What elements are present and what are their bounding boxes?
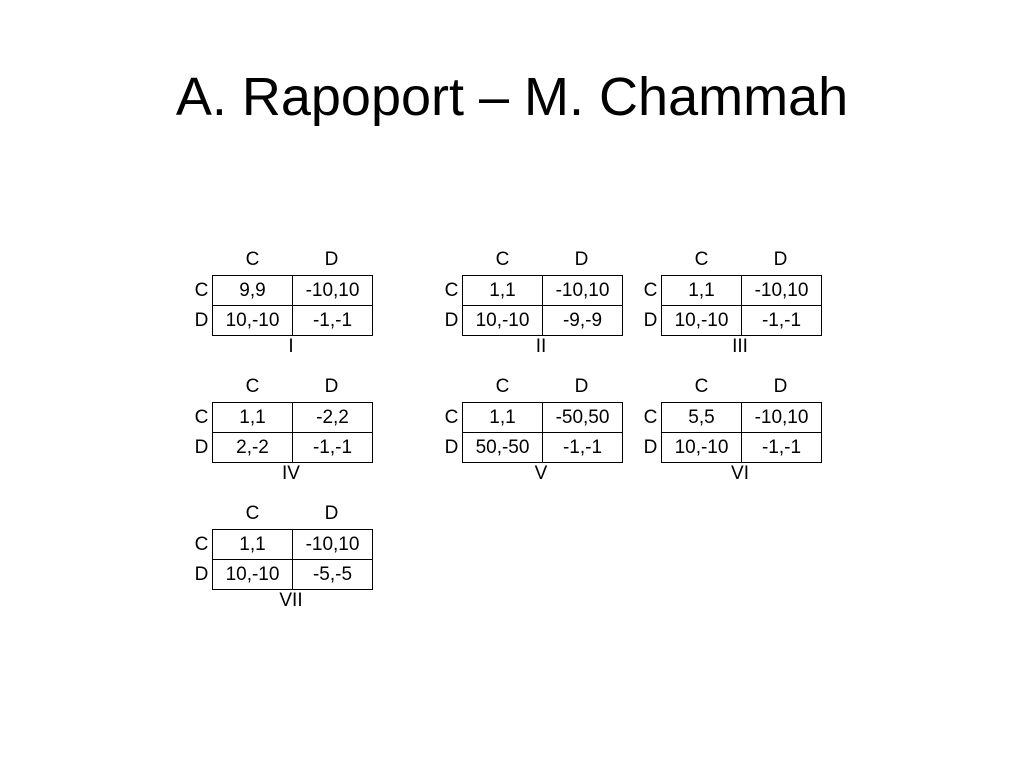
- row-header: C: [643, 407, 658, 428]
- column-header: D: [324, 503, 339, 524]
- payoff-grid: 1,1 -2,2 2,-2 -1,-1: [212, 402, 373, 463]
- payoff-grid: 1,1 -50,50 50,-50 -1,-1: [462, 402, 623, 463]
- payoff-matrix-ii: C D C D 1,1 -10,10 10,-10 -9,-9 II: [442, 248, 632, 368]
- table-row: 2,-2 -1,-1: [212, 432, 373, 463]
- payoff-cell: 2,-2: [212, 432, 293, 463]
- payoff-cell: 50,-50: [462, 432, 543, 463]
- payoff-cell: 1,1: [212, 402, 293, 433]
- payoff-matrix-i: C D C D 9,9 -10,10 10,-10 -1,-1 I: [192, 248, 382, 368]
- payoff-cell: 10,-10: [661, 432, 742, 463]
- row-header: D: [194, 310, 209, 331]
- column-header: D: [324, 249, 339, 270]
- column-header: C: [245, 249, 260, 270]
- table-row: 1,1 -50,50: [462, 402, 623, 433]
- payoff-cell: -1,-1: [542, 432, 623, 463]
- payoff-matrix-vii: C D C D 1,1 -10,10 10,-10 -5,-5 VII: [192, 502, 382, 622]
- table-row: 10,-10 -1,-1: [661, 432, 822, 463]
- column-header: C: [495, 249, 510, 270]
- row-header: D: [643, 437, 658, 458]
- payoff-cell: -10,10: [741, 402, 822, 433]
- payoff-cell: -2,2: [292, 402, 373, 433]
- payoff-grid: 1,1 -10,10 10,-10 -5,-5: [212, 529, 373, 590]
- payoff-cell: 10,-10: [462, 305, 543, 336]
- column-header: C: [694, 376, 709, 397]
- row-header: D: [194, 564, 209, 585]
- matrix-label: VII: [279, 590, 303, 611]
- column-header: D: [574, 376, 589, 397]
- payoff-cell: -10,10: [542, 275, 623, 306]
- payoff-matrix-iv: C D C D 1,1 -2,2 2,-2 -1,-1 IV: [192, 375, 382, 495]
- row-header: C: [194, 407, 209, 428]
- matrix-label: VI: [731, 463, 749, 484]
- row-header: C: [194, 534, 209, 555]
- payoff-cell: 1,1: [212, 529, 293, 560]
- payoff-cell: 10,-10: [212, 559, 293, 590]
- table-row: 1,1 -10,10: [661, 275, 822, 306]
- table-row: 10,-10 -1,-1: [661, 305, 822, 336]
- payoff-matrix-vi: C D C D 5,5 -10,10 10,-10 -1,-1 VI: [641, 375, 831, 495]
- payoff-cell: -10,10: [292, 275, 373, 306]
- column-header: C: [245, 503, 260, 524]
- payoff-grid: 1,1 -10,10 10,-10 -1,-1: [661, 275, 822, 336]
- row-header: D: [444, 437, 459, 458]
- column-header: C: [245, 376, 260, 397]
- payoff-cell: -1,-1: [741, 432, 822, 463]
- payoff-cell: -1,-1: [292, 432, 373, 463]
- payoff-matrix-v: C D C D 1,1 -50,50 50,-50 -1,-1 V: [442, 375, 632, 495]
- payoff-cell: -1,-1: [741, 305, 822, 336]
- column-header: C: [694, 249, 709, 270]
- payoff-cell: 9,9: [212, 275, 293, 306]
- row-header: C: [444, 280, 459, 301]
- payoff-cell: 1,1: [462, 402, 543, 433]
- payoff-cell: 1,1: [661, 275, 742, 306]
- table-row: 1,1 -10,10: [462, 275, 623, 306]
- table-row: 1,1 -10,10: [212, 529, 373, 560]
- table-row: 9,9 -10,10: [212, 275, 373, 306]
- table-row: 10,-10 -5,-5: [212, 559, 373, 590]
- column-header: D: [773, 376, 788, 397]
- payoff-grid: 5,5 -10,10 10,-10 -1,-1: [661, 402, 822, 463]
- payoff-cell: 1,1: [462, 275, 543, 306]
- table-row: 5,5 -10,10: [661, 402, 822, 433]
- table-row: 10,-10 -9,-9: [462, 305, 623, 336]
- column-header: D: [773, 249, 788, 270]
- payoff-cell: 10,-10: [212, 305, 293, 336]
- matrix-label: III: [732, 336, 748, 357]
- table-row: 50,-50 -1,-1: [462, 432, 623, 463]
- matrix-label: II: [535, 336, 547, 357]
- slide-title: A. Rapoport – M. Chammah: [175, 67, 849, 127]
- column-header: D: [324, 376, 339, 397]
- matrix-label: I: [288, 336, 294, 357]
- payoff-grid: 1,1 -10,10 10,-10 -9,-9: [462, 275, 623, 336]
- column-header: C: [495, 376, 510, 397]
- matrix-label: IV: [282, 463, 300, 484]
- matrix-label: V: [534, 463, 548, 484]
- payoff-cell: -5,-5: [292, 559, 373, 590]
- payoff-cell: -9,-9: [542, 305, 623, 336]
- row-header: C: [643, 280, 658, 301]
- payoff-matrix-iii: C D C D 1,1 -10,10 10,-10 -1,-1 III: [641, 248, 831, 368]
- row-header: C: [444, 407, 459, 428]
- payoff-cell: 10,-10: [661, 305, 742, 336]
- payoff-cell: -1,-1: [292, 305, 373, 336]
- payoff-grid: 9,9 -10,10 10,-10 -1,-1: [212, 275, 373, 336]
- payoff-cell: 5,5: [661, 402, 742, 433]
- column-header: D: [574, 249, 589, 270]
- payoff-cell: -50,50: [542, 402, 623, 433]
- row-header: C: [194, 280, 209, 301]
- table-row: 1,1 -2,2: [212, 402, 373, 433]
- row-header: D: [194, 437, 209, 458]
- payoff-cell: -10,10: [292, 529, 373, 560]
- row-header: D: [444, 310, 459, 331]
- row-header: D: [643, 310, 658, 331]
- payoff-cell: -10,10: [741, 275, 822, 306]
- table-row: 10,-10 -1,-1: [212, 305, 373, 336]
